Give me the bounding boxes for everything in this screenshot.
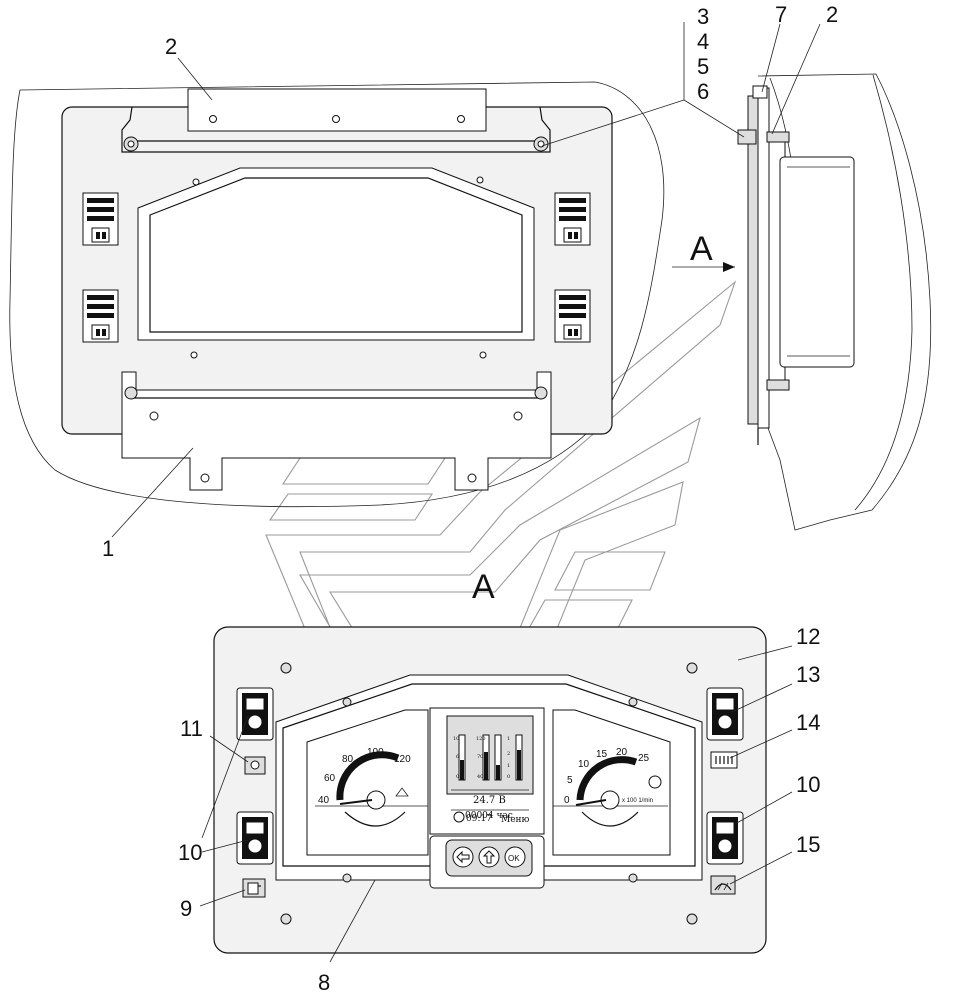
indicator-14: [710, 751, 738, 769]
connector-block-right-lower: [554, 289, 591, 343]
bar-scale-text: 120: [476, 736, 486, 742]
switch-left-upper[interactable]: [236, 687, 274, 741]
leader-lines-bottom: [199, 645, 793, 963]
leader-lines-top: [111, 22, 821, 538]
speed-tick-80: 80: [342, 754, 354, 765]
mounting-frame-front-view: [9, 81, 665, 508]
callout-4: 4: [697, 29, 709, 54]
callout-12: 12: [796, 624, 820, 649]
tacho-tick-25: 25: [638, 753, 650, 764]
callout-2-side: 2: [826, 2, 838, 27]
up-arrow-icon: [482, 850, 496, 864]
tacho-tick-10: 10: [578, 759, 590, 770]
callout-3: 3: [697, 4, 709, 29]
instrument-panel-view-a: [213, 626, 767, 954]
bar-scale-text: 10: [453, 736, 459, 742]
bar-scale-text: 0: [456, 774, 459, 780]
view-arrow-label: A: [690, 230, 713, 268]
speed-tick-120: 120: [394, 754, 411, 765]
callout-8: 8: [318, 970, 330, 995]
callout-14: 14: [796, 710, 820, 735]
speed-tick-100: 100: [367, 747, 384, 758]
indicator-15: [710, 875, 736, 895]
connector-block-left-lower: [82, 289, 119, 343]
bar-scale-text: 1: [507, 736, 510, 742]
callout-5: 5: [697, 54, 709, 79]
mounting-side-view: [737, 73, 932, 531]
bar-scale-text: 1: [507, 763, 510, 769]
connector-block-left-upper: [82, 192, 119, 246]
speed-tick-60: 60: [324, 773, 336, 784]
left-arrow-icon: [456, 850, 470, 864]
callout-1: 1: [102, 536, 114, 561]
speed-tick-40: 40: [318, 795, 330, 806]
bar-scale-text: 0: [507, 774, 510, 780]
switch-left-lower[interactable]: [236, 811, 274, 865]
indicator-9: [242, 878, 266, 898]
switch-right-upper[interactable]: [706, 687, 744, 741]
menu-label: Меню: [501, 815, 530, 825]
switch-right-lower[interactable]: [706, 811, 744, 865]
voltage-readout: 24.7 B: [473, 795, 506, 806]
tacho-tick-15: 15: [596, 749, 608, 760]
callouts-top: 2 1 3 4 5 6 7 2: [102, 2, 838, 561]
callout-10-left: 10: [178, 840, 202, 865]
bar-scale-text: 6: [456, 754, 459, 760]
indicator-11: [244, 756, 266, 775]
view-arrow: [672, 262, 735, 272]
center-display: 10 6 0 120 70 40 1 2 1 0 24.7 B 00004 ча…: [453, 736, 530, 863]
speedometer-scale: 40 60 80 100 120: [318, 747, 411, 806]
callouts-bottom: 12 13 11 14 10 10 15 9 8: [178, 624, 820, 995]
connector-block-right-upper: [554, 192, 591, 246]
ok-button[interactable]: [504, 846, 526, 868]
tacho-tick-0: 0: [564, 795, 570, 806]
callout-13: 13: [796, 662, 820, 687]
tacho-tick-5: 5: [567, 775, 573, 786]
callout-2-top: 2: [165, 34, 177, 59]
callout-15: 15: [796, 832, 820, 857]
callout-11: 11: [180, 716, 203, 741]
callout-6: 6: [697, 79, 709, 104]
tacho-tick-20: 20: [616, 747, 628, 758]
clock-readout: 09:17: [466, 814, 492, 824]
callout-10-right: 10: [796, 772, 820, 797]
bar-scale-text: 70: [477, 754, 483, 760]
tachometer-scale: 0 5 10 15 20 25 x 100 1/min: [564, 747, 653, 806]
callout-9: 9: [180, 896, 192, 921]
ok-button-label: OK: [508, 854, 520, 863]
callout-7: 7: [775, 2, 787, 27]
bar-scale-text: 40: [477, 774, 483, 780]
hours-readout: 00004 час: [465, 811, 513, 821]
view-a-title: A: [472, 568, 495, 606]
tacho-unit: x 100 1/min: [622, 798, 653, 804]
bar-scale-text: 2: [507, 751, 510, 757]
